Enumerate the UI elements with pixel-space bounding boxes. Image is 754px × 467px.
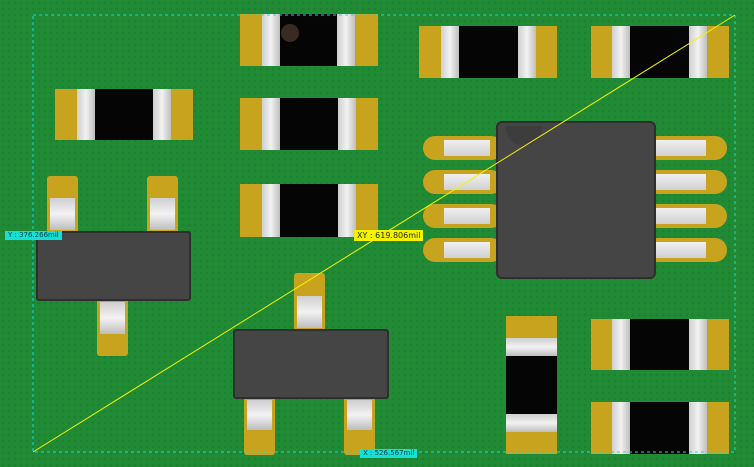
measure-xy-label: XY : 619.806mil — [354, 230, 424, 241]
pin1-marker-dot — [281, 24, 299, 42]
measure-y-label: Y : 376.266mil — [5, 231, 62, 240]
measure-x-label: X : 526.567mil — [360, 449, 418, 458]
